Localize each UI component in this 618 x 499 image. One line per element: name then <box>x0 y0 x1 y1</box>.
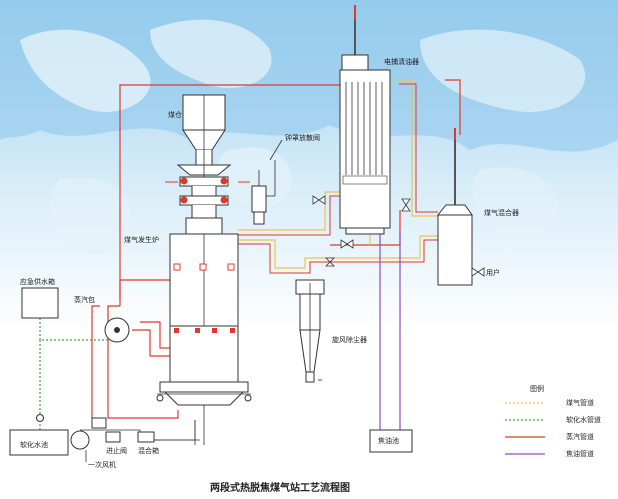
stop-valve: 进止阀 <box>105 431 127 455</box>
steam-drum-label: 蒸汽包 <box>74 295 95 304</box>
primary-fan-label: 一次风机 <box>88 460 116 469</box>
gas-pipes <box>238 79 482 274</box>
user-label: 用户 <box>486 268 500 277</box>
coal-bunker-label: 煤仓 <box>168 110 182 119</box>
tar-pool-label: 焦油池 <box>378 436 399 445</box>
soft-water-pipes <box>39 318 108 430</box>
gas-mixer: 煤气混合器 用户 <box>436 128 519 286</box>
legend-item-soft-water: 软化水管道 <box>505 415 601 424</box>
pipe-valves <box>312 195 485 277</box>
soft-water-pool: 软化水池 <box>9 414 69 456</box>
bell-valve-label: 钟罩放散阀 <box>285 133 320 142</box>
stop-valve-label: 进止阀 <box>106 446 127 455</box>
diagram-title: 两段式热脱焦煤气站工艺流程图 <box>210 481 350 494</box>
legend-label-tar: 焦油管道 <box>566 449 594 458</box>
electrostatic-tar-catcher: 电捕清油器 <box>339 5 419 235</box>
legend-item-gas: 煤气管道 <box>505 398 594 407</box>
mixing-box-label: 混合箱 <box>138 446 159 455</box>
legend-item-tar: 焦油管道 <box>505 449 594 458</box>
gas-mixer-label: 煤气混合器 <box>484 208 519 217</box>
coal-bunker: 煤仓 <box>168 94 232 178</box>
esp-label: 电捕清油器 <box>384 57 419 66</box>
background-world-map <box>0 0 618 330</box>
legend-title: 图例 <box>530 384 544 393</box>
cyclone-label: 旋风除尘器 <box>332 335 367 344</box>
legend-label-soft-water: 软化水管道 <box>566 415 601 424</box>
coal-feeder-upper <box>179 176 229 235</box>
steam-drum: 蒸汽包 <box>74 295 130 343</box>
cyclone-dust-collector: 旋风除尘器 <box>295 279 367 383</box>
gas-producer: 煤气发生炉 <box>124 233 252 445</box>
primary-fan: 一次风机 <box>70 417 116 469</box>
gas-producer-label: 煤气发生炉 <box>124 235 159 244</box>
soft-water-pool-label: 软化水池 <box>20 440 48 449</box>
legend-label-gas: 煤气管道 <box>566 398 594 407</box>
emergency-tank-label: 应急供水箱 <box>20 277 55 286</box>
legend-label-steam: 蒸汽管道 <box>566 432 594 441</box>
legend-item-steam: 蒸汽管道 <box>505 432 594 441</box>
tar-pipes <box>318 232 401 430</box>
bell-release-valve: 钟罩放散阀 <box>251 133 320 225</box>
tar-pool: 焦油池 <box>369 429 413 453</box>
emergency-water-tank: 应急供水箱 <box>20 277 59 319</box>
legend: 图例 煤气管道 软化水管道 蒸汽管道 焦油管道 <box>505 384 601 458</box>
mixing-box: 混合箱 <box>137 431 159 455</box>
